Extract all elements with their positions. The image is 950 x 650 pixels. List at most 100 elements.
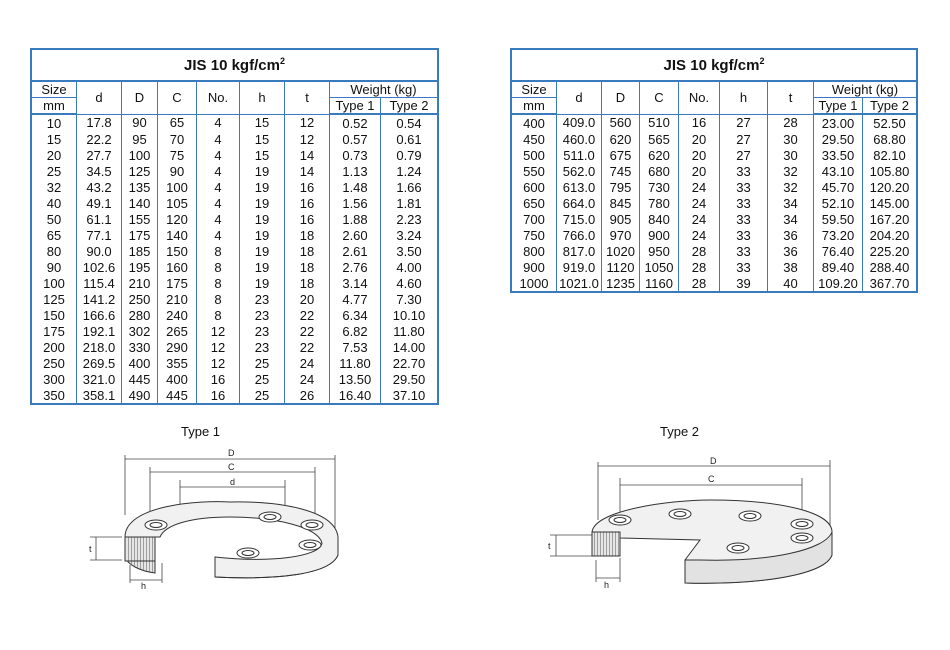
table-cell: 120.20 <box>862 179 918 195</box>
table-cell: 1.66 <box>380 179 439 195</box>
table-cell: 33 <box>719 243 768 259</box>
table-cell: 6.82 <box>329 323 381 339</box>
table-cell: 65 <box>30 227 77 243</box>
table-cell: 65 <box>157 114 197 131</box>
table-cell: 150 <box>157 243 197 259</box>
table-cell: 1050 <box>639 259 679 275</box>
header-weight: Weight (kg) <box>329 80 439 98</box>
table-cell: 27 <box>719 114 768 131</box>
dim-C-label: C <box>228 462 235 472</box>
table-cell: 900 <box>639 227 679 243</box>
dim-t-label: t <box>89 544 92 554</box>
type1-flange-drawing: D C d t h <box>89 448 339 590</box>
table-cell: 22.70 <box>380 355 439 371</box>
table-cell: 1020 <box>601 243 640 259</box>
table-cell: 125 <box>121 163 158 179</box>
table-cell: 1021.0 <box>556 275 602 292</box>
table-cell: 16 <box>284 179 330 195</box>
header-no: No. <box>678 80 720 115</box>
table-cell: 500 <box>510 147 557 163</box>
table-cell: 18 <box>284 243 330 259</box>
table-cell: 4 <box>196 114 240 131</box>
table-cell: 715.0 <box>556 211 602 227</box>
table-cell: 14.00 <box>380 339 439 355</box>
table-cell: 15 <box>239 147 285 163</box>
table-cell: 43.10 <box>813 163 863 179</box>
dim-h-label: h <box>604 580 609 590</box>
table-cell: 14 <box>284 147 330 163</box>
table-cell: 13.50 <box>329 371 381 387</box>
table-cell: 2.60 <box>329 227 381 243</box>
table-cell: 25 <box>30 163 77 179</box>
header-C: C <box>639 80 679 115</box>
header-h: h <box>719 80 768 115</box>
table-cell: 511.0 <box>556 147 602 163</box>
table-cell: 288.40 <box>862 259 918 275</box>
table-cell: 800 <box>510 243 557 259</box>
table-cell: 1120 <box>601 259 640 275</box>
table-cell: 20 <box>678 147 720 163</box>
table-cell: 27 <box>719 147 768 163</box>
table-cell: 12 <box>196 355 240 371</box>
table-cell: 100 <box>121 147 158 163</box>
table-cell: 141.2 <box>76 291 122 307</box>
table-cell: 27 <box>719 131 768 147</box>
table-cell: 795 <box>601 179 640 195</box>
table-cell: 15 <box>30 131 77 147</box>
header-type2: Type 2 <box>862 97 918 115</box>
table-cell: 1.88 <box>329 211 381 227</box>
table-cell: 24 <box>284 355 330 371</box>
table-cell: 52.10 <box>813 195 863 211</box>
table-cell: 4 <box>196 163 240 179</box>
table-cell: 22 <box>284 339 330 355</box>
table-cell: 102.6 <box>76 259 122 275</box>
header-type1: Type 1 <box>813 97 863 115</box>
table-cell: 30 <box>767 147 814 163</box>
table-cell: 1.48 <box>329 179 381 195</box>
table-cell: 817.0 <box>556 243 602 259</box>
table-cell: 167.20 <box>862 211 918 227</box>
table-cell: 16 <box>196 387 240 404</box>
table-cell: 175 <box>157 275 197 291</box>
table-cell: 24 <box>678 211 720 227</box>
table-cell: 450 <box>510 131 557 147</box>
table-cell: 400 <box>121 355 158 371</box>
table-cell: 19 <box>239 243 285 259</box>
table-cell: 18 <box>284 275 330 291</box>
table-cell: 18 <box>284 259 330 275</box>
table-cell: 613.0 <box>556 179 602 195</box>
table-cell: 11.80 <box>329 355 381 371</box>
table-cell: 39 <box>719 275 768 292</box>
table-cell: 135 <box>121 179 158 195</box>
table-cell: 16 <box>678 114 720 131</box>
table-cell: 2.23 <box>380 211 439 227</box>
table-cell: 38 <box>767 259 814 275</box>
table-cell: 23 <box>239 339 285 355</box>
table-cell: 950 <box>639 243 679 259</box>
dim-C-label: C <box>708 474 715 484</box>
table-cell: 33 <box>719 179 768 195</box>
table-cell: 90 <box>157 163 197 179</box>
table-cell: 61.1 <box>76 211 122 227</box>
table-cell: 90 <box>30 259 77 275</box>
table-cell: 195 <box>121 259 158 275</box>
table-cell: 105 <box>157 195 197 211</box>
table-cell: 290 <box>157 339 197 355</box>
table-cell: 100 <box>30 275 77 291</box>
jis-table-large-sizes: JIS 10 kgf/cm2 Size d D C No. h t Weight… <box>510 48 918 293</box>
dim-D-label: D <box>710 456 717 466</box>
header-t: t <box>284 80 330 115</box>
table-cell: 250 <box>121 291 158 307</box>
